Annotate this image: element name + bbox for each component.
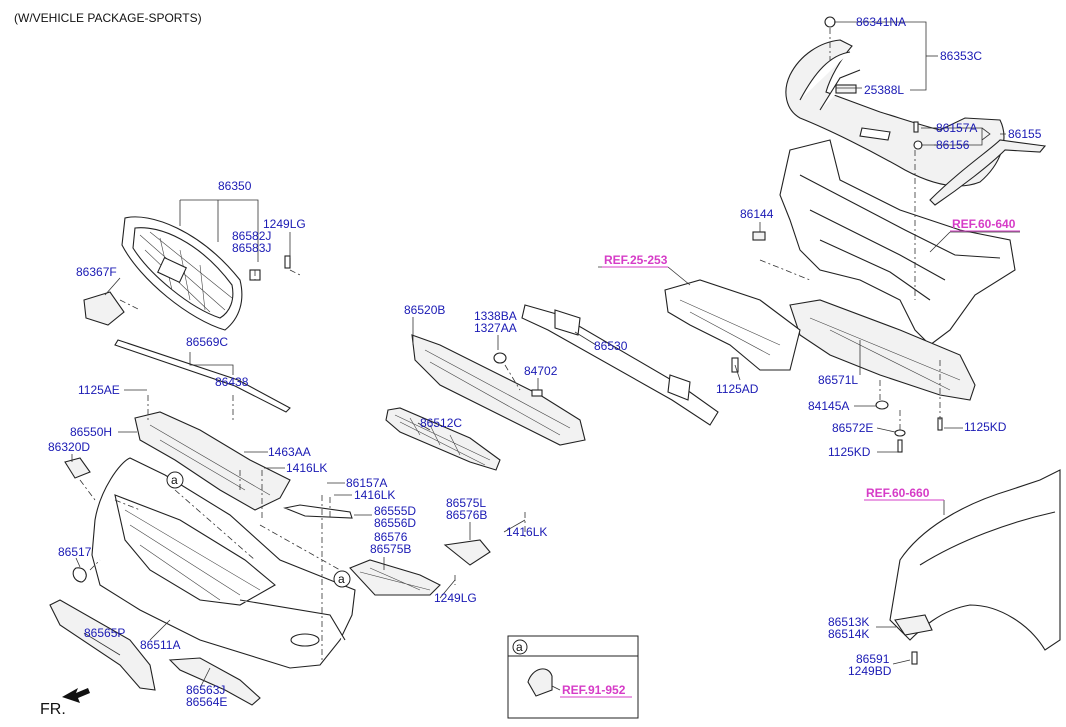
- front-end-carrier: [752, 139, 1016, 346]
- ref-link-25-253[interactable]: REF.25-253: [604, 253, 668, 267]
- clip-86341na: [824, 16, 836, 28]
- radiator-grille-86350: [121, 216, 291, 331]
- label-86438: 86438: [215, 375, 249, 389]
- label-86575l: 86575L: [446, 496, 486, 510]
- back-beam-86530: [521, 304, 719, 426]
- label-1125kd-b: 1125KD: [828, 445, 871, 459]
- label-1125ad: 1125AD: [716, 382, 759, 396]
- label-86367f: 86367F: [76, 265, 117, 279]
- absorber-86520b: [411, 334, 586, 446]
- label-86530: 86530: [594, 339, 628, 353]
- label-1463aa: 1463AA: [268, 445, 311, 459]
- label-86514k: 86514K: [828, 627, 869, 641]
- label-86156: 86156: [936, 138, 970, 152]
- label-86320d: 86320D: [48, 440, 90, 454]
- label-86520b: 86520B: [404, 303, 445, 317]
- label-86511a: 86511A: [140, 638, 180, 652]
- svg-text:a: a: [171, 473, 178, 487]
- label-86341na: 86341NA: [856, 15, 906, 29]
- label-86583j: 86583J: [232, 241, 271, 255]
- label-86556d: 86556D: [374, 516, 416, 530]
- label-1125kd-a: 1125KD: [964, 420, 1007, 434]
- fender-ref-60-660: [889, 469, 1061, 665]
- label-1249bd: 1249BD: [848, 664, 892, 678]
- label-86350: 86350: [218, 179, 252, 193]
- detail-box-a-marker: a: [516, 640, 523, 654]
- label-86571l: 86571L: [818, 373, 858, 387]
- section-marker-a-1: a: [166, 471, 184, 489]
- label-86512c: 86512C: [420, 416, 462, 430]
- label-86576: 86576: [374, 530, 408, 544]
- label-86575b: 86575B: [370, 542, 411, 556]
- alignment-lines: [79, 28, 941, 660]
- reference-links: REF.25-253 REF.60-640 REF.60-660 REF.91-…: [560, 217, 1020, 698]
- label-86550h: 86550H: [70, 425, 112, 439]
- bracket-ref-25-253: [664, 279, 801, 373]
- label-1249lg-top: 1249LG: [263, 217, 306, 231]
- label-86555d: 86555D: [374, 504, 416, 518]
- label-1327aa: 1327AA: [474, 321, 517, 335]
- strip-86569c: [114, 339, 291, 413]
- label-86155: 86155: [1008, 127, 1042, 141]
- label-86513k: 86513K: [828, 615, 869, 629]
- label-25388l: 25388L: [864, 83, 904, 97]
- part-labels: 86341NA 86353C 25388L 86157A 86155 86156…: [48, 15, 1042, 709]
- label-86157a-mid: 86157A: [346, 476, 387, 490]
- label-1125ae: 1125AE: [78, 383, 120, 397]
- label-1416lk-a: 1416LK: [286, 461, 327, 475]
- front-direction-indicator: FR.: [40, 688, 90, 718]
- label-1416lk-b: 1416LK: [354, 488, 395, 502]
- label-84145a: 84145A: [808, 399, 849, 413]
- front-label: FR.: [40, 701, 66, 718]
- label-86582j: 86582J: [232, 229, 271, 243]
- label-1416lk-c: 1416LK: [506, 525, 547, 539]
- label-1249lg-bot: 1249LG: [434, 591, 477, 605]
- lip-86565p: [49, 599, 156, 691]
- label-86563j: 86563J: [186, 683, 225, 697]
- molding-86563j: [168, 657, 261, 706]
- sensor-ref-91-952: [527, 668, 553, 697]
- ref-link-60-640[interactable]: REF.60-640: [952, 217, 1016, 231]
- label-86157a-top: 86157A: [936, 121, 977, 135]
- label-86517: 86517: [58, 545, 92, 559]
- label-86353c: 86353C: [940, 49, 982, 63]
- clip-25388l: [835, 84, 857, 94]
- cover-86367f: [83, 291, 125, 326]
- label-86572e: 86572E: [832, 421, 873, 435]
- label-86144: [752, 231, 766, 241]
- label-86569c: 86569C: [186, 335, 228, 349]
- ref-link-91-952[interactable]: REF.91-952: [562, 683, 626, 697]
- cap-86517: [72, 567, 87, 583]
- front-arrow-icon: [62, 688, 90, 703]
- detail-box-a: a: [507, 635, 639, 719]
- label-86565p: 86565P: [84, 626, 125, 640]
- bracket-86550h: [134, 411, 291, 511]
- garnish-mesh: [359, 567, 431, 591]
- ref-link-60-660[interactable]: REF.60-660: [866, 486, 930, 500]
- svg-text:a: a: [338, 572, 345, 586]
- strip-86555d: [283, 504, 353, 519]
- section-marker-a-2: a: [333, 570, 351, 588]
- label-86144: 86144: [740, 207, 774, 221]
- front-bumper-86511a: [91, 457, 356, 669]
- label-86591: 86591: [856, 652, 890, 666]
- diagram-title: (W/VEHICLE PACKAGE-SPORTS): [14, 11, 202, 25]
- side-strip-86155: [913, 121, 1047, 206]
- label-86576b: 86576B: [446, 508, 487, 522]
- lower-grille-86512c: [385, 407, 501, 471]
- label-86564e: 86564E: [186, 695, 227, 709]
- grille-emblem-mount: [157, 256, 187, 284]
- emblem-86320d: [64, 457, 91, 479]
- label-84702: 84702: [524, 364, 558, 378]
- garnish-86575b: [349, 559, 441, 596]
- label-1338ba: 1338BA: [474, 309, 517, 323]
- cover-86576b: [443, 539, 491, 566]
